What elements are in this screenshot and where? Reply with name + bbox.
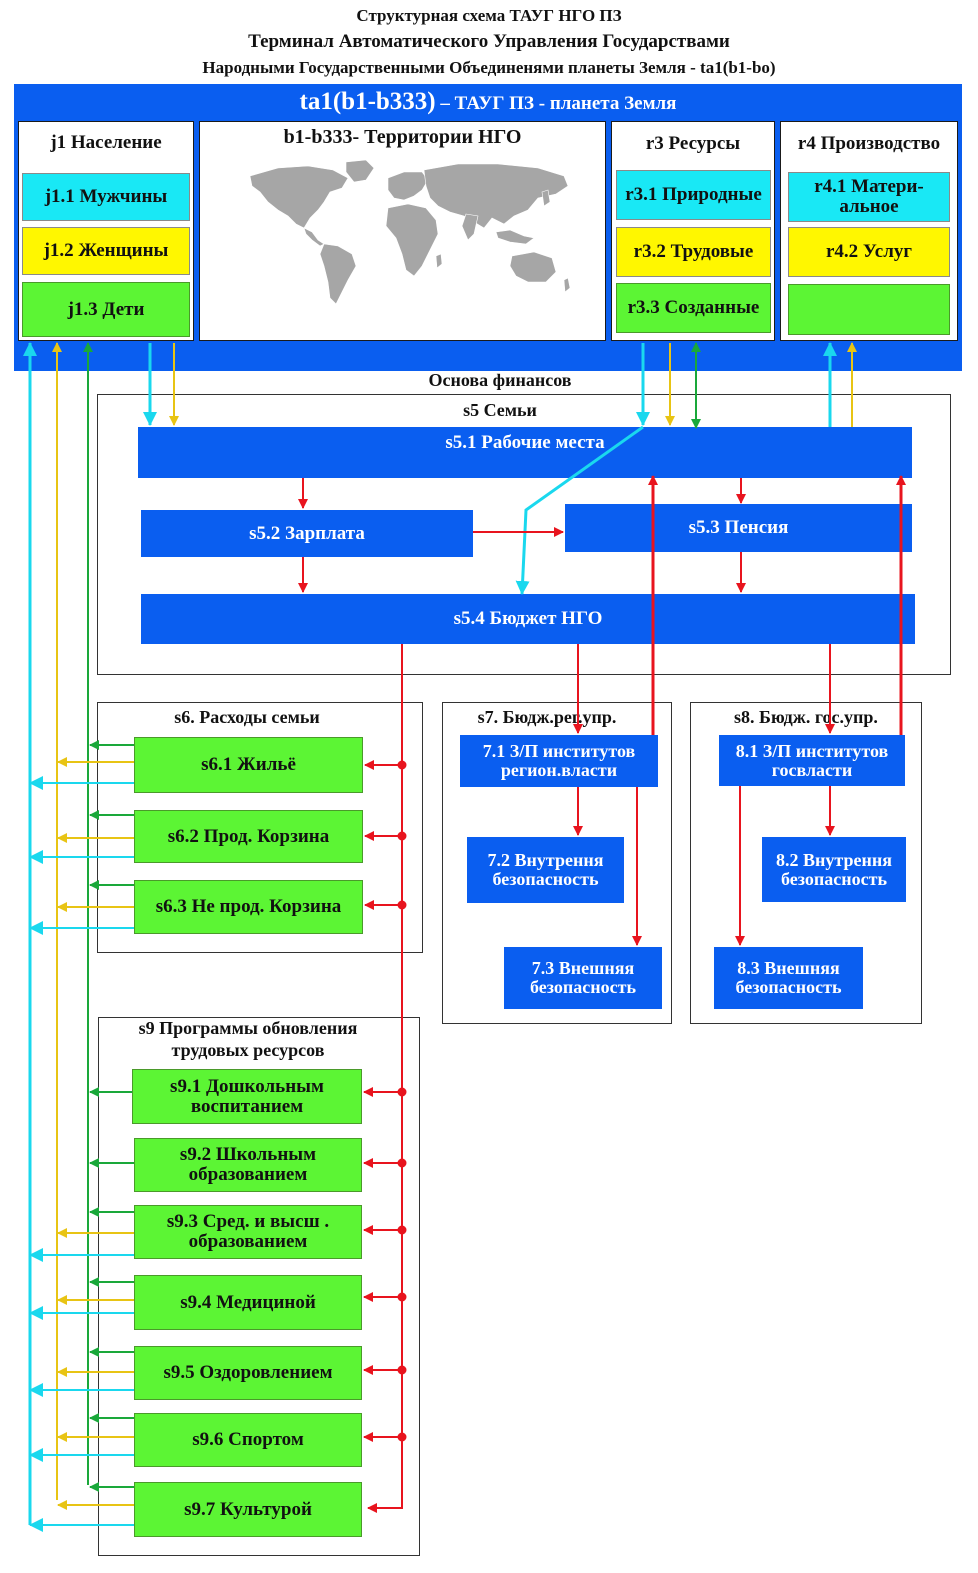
expenses-left-arrows: [29, 740, 134, 935]
territories-title: b1-b333- Территории НГО: [283, 126, 522, 148]
program-item[interactable]: s9.1 Дошкольным воспитанием: [132, 1069, 362, 1124]
men-box[interactable]: j1.1 Мужчины: [22, 173, 190, 221]
labor-resources-box[interactable]: r3.2 Трудовые: [616, 227, 771, 277]
state-external-security-box[interactable]: 8.3 Внешняя безопасность: [714, 947, 863, 1009]
programs-title: s9 Программы обновления трудовых ресурсо…: [138, 1018, 358, 1060]
state-internal-security-box[interactable]: 8.2 Внутрення безопасность: [762, 837, 906, 902]
services-production-box[interactable]: r4.2 Услуг: [788, 227, 950, 277]
program-item[interactable]: s9.4 Медициной: [134, 1275, 362, 1330]
program-item[interactable]: s9.2 Школьным образованием: [134, 1138, 362, 1192]
diagram-title-line3: Народными Государственными Объединенями …: [202, 58, 776, 77]
diagram-title-line1: Структурная схема ТАУГ НГО ПЗ: [356, 6, 622, 25]
regional-salary-box[interactable]: 7.1 З/П институтов регион.власти: [460, 735, 658, 787]
material-production-box[interactable]: r4.1 Матери- альное: [788, 172, 950, 222]
program-item[interactable]: s9.7 Культурой: [134, 1482, 362, 1537]
workplaces-box[interactable]: s5.1 Рабочие места: [138, 427, 912, 478]
program-item[interactable]: s9.3 Сред. и высш . образованием: [134, 1205, 362, 1259]
regional-frame: [442, 702, 672, 1024]
world-map-image: [249, 159, 571, 305]
finance-title: Основа финансов: [428, 370, 572, 390]
expense-item[interactable]: s6.1 Жильё: [134, 737, 363, 793]
planet-code: ta1(b1-b333): [299, 88, 436, 115]
regional-internal-security-box[interactable]: 7.2 Внутрення безопасность: [467, 837, 624, 903]
population-return-lines: [23, 342, 93, 1525]
third-production-box[interactable]: [788, 284, 950, 335]
planet-label: – ТАУГ ПЗ - планета Земля: [435, 93, 677, 114]
diagram-title-line2: Терминал Автоматического Управления Госу…: [248, 31, 730, 52]
salary-box[interactable]: s5.2 Зарплата: [141, 510, 473, 557]
population-title: j1 Население: [50, 132, 162, 153]
state-frame: [690, 702, 922, 1024]
budget-to-items-arrows: [363, 760, 407, 1442]
program-item[interactable]: s9.6 Спортом: [134, 1413, 362, 1467]
women-box[interactable]: j1.2 Женщины: [22, 227, 190, 275]
expenses-frame: [97, 702, 423, 953]
production-title: r4 Производство: [797, 133, 941, 154]
expense-item[interactable]: s6.2 Прод. Корзина: [134, 810, 363, 863]
state-salary-box[interactable]: 8.1 З/П институтов госвласти: [719, 735, 905, 786]
natural-resources-box[interactable]: r3.1 Природные: [616, 170, 771, 220]
family-title: s5 Семьи: [463, 400, 537, 420]
expenses-title: s6. Расходы семьи: [174, 707, 320, 727]
family-frame: [97, 394, 951, 675]
resources-title: r3 Ресурсы: [645, 133, 741, 154]
planet-band-title: ta1(b1-b333) – ТАУГ ПЗ - планета Земля: [14, 88, 962, 116]
programs-left-arrows: [29, 1087, 134, 1532]
regional-title: s7. Бюдж.рег.упр.: [477, 707, 617, 727]
state-title: s8. Бюдж. гос.упр.: [734, 707, 878, 727]
budget-box[interactable]: s5.4 Бюджет НГО: [141, 594, 915, 644]
pension-box[interactable]: s5.3 Пенсия: [565, 504, 912, 552]
expense-item[interactable]: s6.3 Не прод. Корзина: [134, 880, 363, 934]
budget-to-expenses-trunk: [367, 644, 403, 1513]
children-box[interactable]: j1.3 Дети: [22, 282, 190, 337]
regional-external-security-box[interactable]: 7.3 Внешняя безопасность: [504, 947, 662, 1009]
natural-to-budget-arrow: [515, 425, 644, 595]
program-item[interactable]: s9.5 Оздоровлением: [134, 1346, 362, 1400]
created-resources-box[interactable]: r3.3 Созданные: [616, 283, 771, 333]
